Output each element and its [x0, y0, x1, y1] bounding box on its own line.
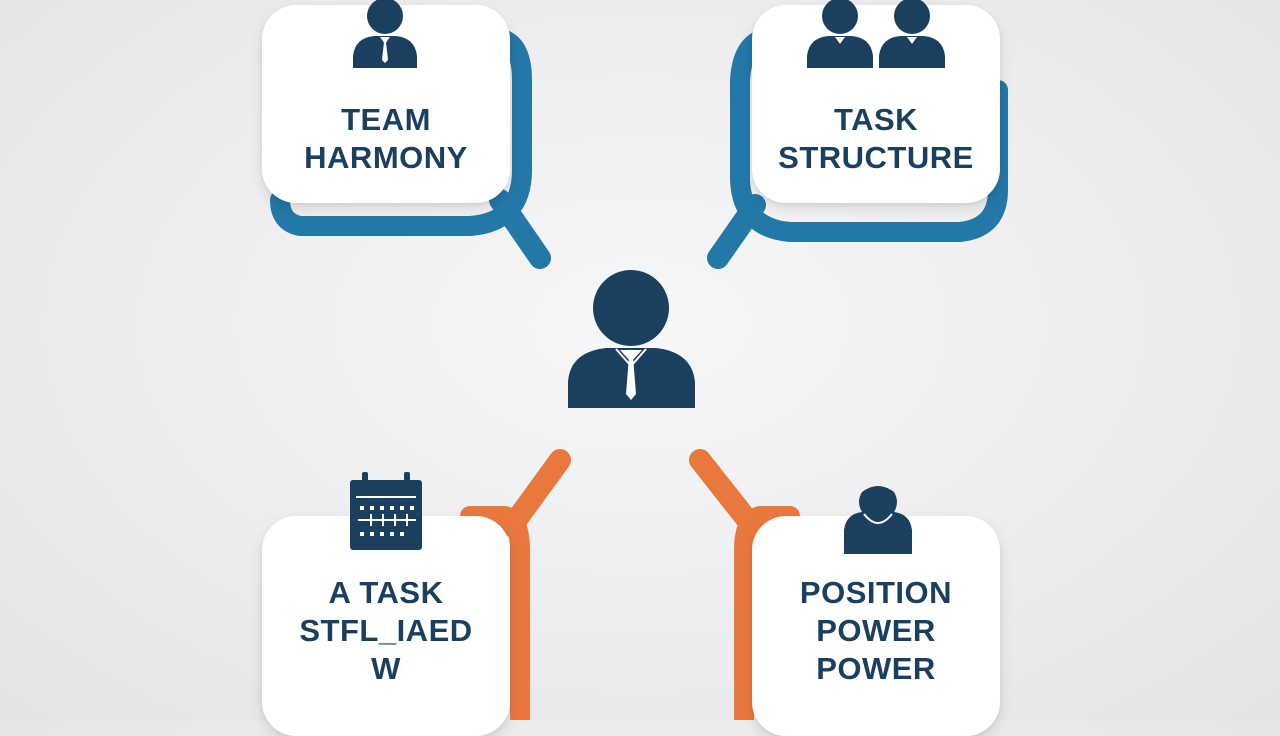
group-icon [807, 0, 945, 68]
connector-top-right [707, 30, 1008, 269]
node-label-line: W [371, 651, 401, 686]
node-label-line: POSITION [799, 575, 953, 610]
node-label-line: A TASK [328, 575, 444, 610]
node-label-line: TEAM [341, 102, 431, 137]
node-a-task: A TASK STFL_IAED W [262, 516, 510, 736]
calendar-icon [350, 472, 422, 550]
diagram-canvas [270, 30, 1008, 720]
node-label-line: HARMONY [304, 140, 468, 175]
connector-top-left [270, 30, 551, 269]
node-task-structure: TASK STRUCTURE [752, 5, 1000, 203]
node-label-line: TASK [833, 102, 919, 137]
connector-bottom-left [460, 449, 571, 720]
connector-bottom-right [689, 449, 800, 720]
node-label-line: POWER [816, 613, 936, 648]
node-label-line: STFL_IAED [299, 613, 473, 648]
person-bust-icon [844, 486, 912, 554]
user-icon [353, 0, 417, 68]
leader-icon [568, 270, 695, 408]
node-label-line: POWER [816, 651, 936, 686]
node-label-line: STRUCTURE [778, 140, 974, 175]
